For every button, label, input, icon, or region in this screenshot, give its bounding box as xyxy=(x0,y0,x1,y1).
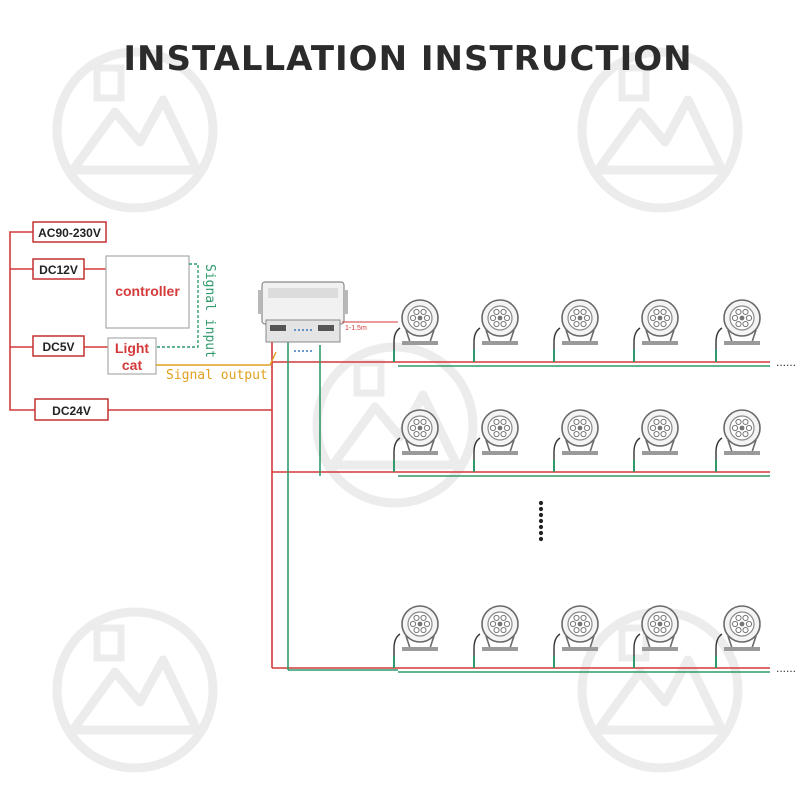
mountain-logo-watermark xyxy=(577,47,743,213)
spotlight-fixture-icon xyxy=(393,299,439,362)
svg-text:DC24V: DC24V xyxy=(52,404,91,418)
spotlight-fixture-icon xyxy=(553,605,599,668)
signal-input-label: Signal input xyxy=(202,264,217,358)
spotlight-fixture-icon xyxy=(715,299,761,362)
row-1-ellipsis: ...... xyxy=(776,355,796,369)
ellipsis-dot xyxy=(538,500,544,506)
spotlight-fixture-icon xyxy=(715,409,761,472)
fixture-row xyxy=(393,409,770,477)
spotlight-fixture-icon xyxy=(715,605,761,668)
spotlight-fixture-icon xyxy=(553,299,599,362)
light-cat-box: Light cat xyxy=(107,337,157,375)
ellipsis-dot xyxy=(538,536,544,542)
controller-box: controller xyxy=(105,255,190,329)
fixture-row xyxy=(393,299,770,367)
vertical-ellipsis xyxy=(538,500,544,542)
svg-text:Light: Light xyxy=(115,340,150,356)
spotlight-fixture-icon xyxy=(633,605,679,668)
spotlight-fixture-icon xyxy=(633,409,679,472)
spotlight-fixture-icon xyxy=(393,605,439,668)
power-dc24-box: DC24V xyxy=(34,398,109,421)
row-3-ellipsis: ...... xyxy=(776,661,796,675)
svg-text:controller: controller xyxy=(115,283,180,299)
signal-input-wire xyxy=(156,263,199,348)
ellipsis-dot xyxy=(538,512,544,518)
power-ac-box: AC90-230V xyxy=(32,221,107,243)
svg-text:AC90-230V: AC90-230V xyxy=(38,226,101,240)
spotlight-fixture-icon xyxy=(633,299,679,362)
power-dc12-box: DC12V xyxy=(32,258,85,280)
power-wiring xyxy=(9,231,398,669)
spotlight-fixture-icon xyxy=(473,409,519,472)
power-dc5-box: DC5V xyxy=(32,335,85,357)
page-title: INSTALLATION INSTRUCTION xyxy=(123,39,692,79)
mountain-logo-watermark xyxy=(52,47,218,213)
signal-trunk xyxy=(287,340,398,671)
spotlight-fixture-icon xyxy=(553,409,599,472)
ellipsis-dot xyxy=(538,518,544,524)
ellipsis-dot xyxy=(538,524,544,530)
junction-box xyxy=(258,281,348,352)
svg-text:DC12V: DC12V xyxy=(39,263,78,277)
svg-text:DC5V: DC5V xyxy=(42,340,74,354)
distance-label: 1-1.5m xyxy=(345,325,367,332)
spotlight-fixture-icon xyxy=(473,605,519,668)
fixture-row xyxy=(393,605,770,673)
spotlight-fixture-icon xyxy=(393,409,439,472)
fixture-rows xyxy=(393,299,770,673)
signal-output-wire xyxy=(156,351,277,366)
mountain-logo-watermark xyxy=(52,607,218,773)
signal-output-label: Signal output xyxy=(166,368,268,383)
ellipsis-dot xyxy=(538,506,544,512)
watermark-layer xyxy=(52,47,743,773)
svg-text:cat: cat xyxy=(122,357,143,373)
ellipsis-dot xyxy=(538,530,544,536)
spotlight-fixture-icon xyxy=(473,299,519,362)
mountain-logo-watermark xyxy=(312,342,478,508)
